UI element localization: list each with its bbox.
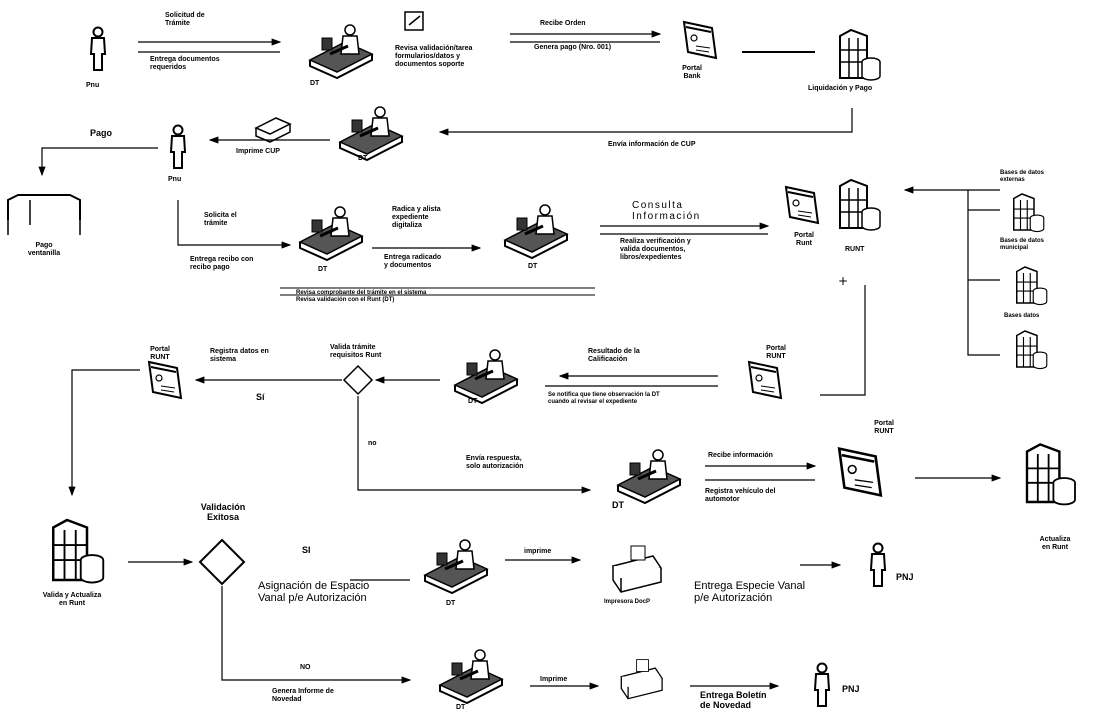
printer-label: Impresora DocP bbox=[604, 599, 651, 605]
flow-arrow bbox=[357, 396, 592, 494]
branch-label: no bbox=[368, 440, 377, 447]
database-label: Bases de datos externas bbox=[1000, 170, 1045, 183]
decision-label: Valida trámite requisitos Runt bbox=[330, 344, 382, 359]
database-label: Bases de datos municipal bbox=[1000, 238, 1045, 251]
operator-label: DT bbox=[468, 398, 478, 405]
flow-label: Revisa comprobante del trámite en el sis… bbox=[296, 290, 427, 303]
database-label: RUNT bbox=[845, 246, 865, 253]
flow-label: Entrega Especie Vanal p/e Autorización bbox=[694, 580, 806, 604]
flow-label: Genera pago (Nro. 001) bbox=[534, 44, 612, 51]
flow-label: Recibe Orden bbox=[540, 20, 586, 27]
pago-ventanilla-label: Pago ventanilla bbox=[27, 242, 61, 257]
flow-label: Recibe información bbox=[708, 452, 773, 459]
flow-label: Registra vehículo del automotor bbox=[705, 488, 776, 503]
flow-arrow bbox=[438, 108, 853, 136]
flow-label: Revisa validación/tarea formularios/dato… bbox=[395, 45, 473, 68]
flow-label: Asignación de Espacio Vanal p/e Autoriza… bbox=[258, 580, 370, 604]
operator-label: DT bbox=[528, 263, 538, 270]
diamond-decision-icon bbox=[342, 364, 374, 396]
archive-box-icon bbox=[254, 117, 292, 143]
operator-label: DT bbox=[318, 266, 328, 273]
portal-label: Portal Runt bbox=[794, 232, 814, 247]
svg-text:+: + bbox=[838, 274, 848, 288]
flow-label: Envía información de CUP bbox=[608, 141, 696, 148]
portal-label: Portal RUNT bbox=[150, 346, 170, 361]
flow-label: Consulta Información bbox=[632, 200, 701, 222]
flow-label: Pago bbox=[90, 128, 113, 138]
flow-label: Entrega documentos requeridos bbox=[150, 56, 220, 71]
flow-arrow bbox=[177, 200, 292, 249]
person-label: Pnu bbox=[86, 82, 100, 89]
portal-label: Portal Bank bbox=[682, 65, 702, 80]
branch-label: Sí bbox=[256, 392, 265, 402]
flow-arrow bbox=[68, 369, 140, 497]
flow-label: Imprime CUP bbox=[236, 148, 280, 155]
flow-label: Solicita el trámite bbox=[204, 212, 237, 227]
flow-label: imprime bbox=[524, 548, 552, 555]
branch-label: NO bbox=[300, 664, 311, 671]
flow-label: Registra datos en sistema bbox=[210, 348, 269, 363]
flow-label: Genera Informe de Novedad bbox=[272, 688, 334, 703]
person-label: PNJ bbox=[896, 572, 914, 582]
diamond-decision-icon bbox=[198, 538, 246, 586]
person-label: Pnu bbox=[168, 176, 182, 183]
flow-arrow bbox=[38, 147, 158, 177]
flow-label: Entrega recibo con recibo pago bbox=[190, 256, 254, 271]
database-label: Bases datos bbox=[1004, 313, 1040, 319]
operator-label: DT bbox=[446, 600, 456, 607]
flow-label: Envía respuesta, solo autorización bbox=[466, 455, 524, 470]
flow-label: Entrega radicado y documentos bbox=[384, 254, 442, 269]
portal-label: Portal RUNT bbox=[766, 345, 786, 360]
flow-label: Realiza verificación y valida documentos… bbox=[620, 238, 691, 261]
operator-label: DT bbox=[456, 704, 466, 711]
branch-label: SI bbox=[302, 545, 311, 555]
database-label: Valida y Actualiza en Runt bbox=[42, 592, 102, 607]
flow-label: Se notifica que tiene observación la DT … bbox=[548, 392, 660, 405]
flow-arrow bbox=[221, 586, 412, 684]
flow-label: Imprime bbox=[540, 676, 568, 683]
document-signing-icon bbox=[404, 11, 424, 31]
decision-label: Validación Exitosa bbox=[200, 502, 246, 522]
flow-label: Radica y alista expediente digitaliza bbox=[392, 206, 441, 229]
portal-label: Portal RUNT bbox=[874, 420, 894, 435]
flow-label: Entrega Boletín de Novedad bbox=[700, 690, 767, 710]
operator-label: DT bbox=[358, 155, 368, 162]
database-label: Liquidación y Pago bbox=[808, 85, 873, 92]
database-label: Actualiza en Runt bbox=[1039, 536, 1071, 551]
person-label: PNJ bbox=[842, 684, 860, 694]
pago-ventanilla-icon bbox=[7, 194, 81, 235]
flow-line bbox=[820, 285, 866, 396]
flow-label: Resultado de la Calificación bbox=[588, 348, 640, 363]
operator-label: DT bbox=[310, 80, 320, 87]
flow-line bbox=[967, 189, 1000, 356]
operator-label: DT bbox=[612, 500, 624, 510]
flow-label: Solicitud de Trámite bbox=[165, 12, 205, 27]
